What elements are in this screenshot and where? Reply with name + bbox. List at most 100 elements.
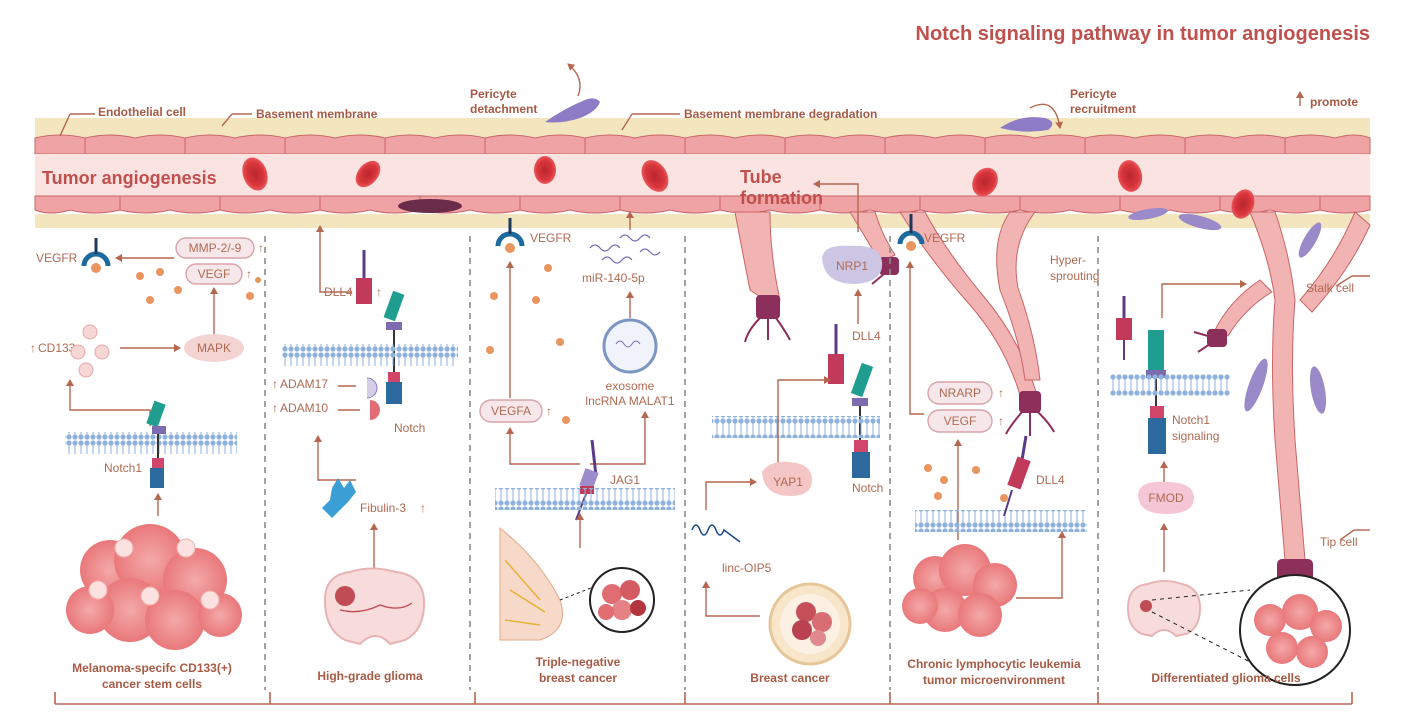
arrow-up-icon: ↑ bbox=[998, 414, 1004, 428]
cell-membrane bbox=[915, 510, 1087, 532]
pericyte-icon bbox=[545, 98, 600, 123]
receptor-icon bbox=[1003, 435, 1031, 517]
receptor-icon bbox=[1116, 296, 1166, 454]
vessel-labels: Endothelial cell Basement membrane Peric… bbox=[42, 87, 1358, 188]
panel-differentiated-glioma: Notch1 signaling FMOD Differentiated gli… bbox=[1110, 280, 1351, 686]
diagram-title: Notch signaling pathway in tumor angioge… bbox=[916, 23, 1371, 45]
protein-icon bbox=[762, 461, 812, 496]
cell-membrane bbox=[495, 488, 675, 510]
vegf-label: VEGF bbox=[944, 414, 977, 428]
protein-icon bbox=[1138, 481, 1194, 514]
tip-cell-label: Tip cell bbox=[1320, 535, 1358, 549]
mmp-pill bbox=[175, 237, 255, 259]
dll4-label: DLL4 bbox=[1036, 473, 1065, 487]
arrow-up-icon: ↑ bbox=[246, 267, 252, 281]
nrarp-label: NRARP bbox=[939, 386, 981, 400]
vegf-pill bbox=[927, 409, 993, 433]
blood-vessel bbox=[34, 63, 1371, 228]
cell-membrane bbox=[712, 416, 880, 438]
stalk-cell-label: Stalk cell bbox=[1306, 281, 1354, 295]
bottom-bracket bbox=[54, 692, 1353, 705]
receptor-icon bbox=[828, 324, 874, 478]
receptor-icon: ↑ bbox=[356, 250, 405, 404]
tube-formation-label: Tube bbox=[740, 167, 782, 187]
pericyte-detachment-label-2: detachment bbox=[470, 102, 537, 116]
arrow-up-icon: ↑ bbox=[420, 501, 426, 515]
fibulin-label: Fibulin-3 bbox=[360, 501, 406, 515]
pericyte-icon bbox=[1000, 117, 1053, 132]
linc-oip5-label: linc-OIP5 bbox=[722, 561, 772, 575]
notch1-label: Notch1 bbox=[104, 461, 142, 475]
mapk-label: MAPK bbox=[197, 341, 231, 355]
protein-icon bbox=[366, 377, 378, 399]
exosome-label: exosome bbox=[606, 379, 655, 393]
arrow-up-icon: ↑ bbox=[272, 377, 278, 391]
lncrna-label: lncRNA MALAT1 bbox=[585, 394, 674, 408]
nrarp-pill bbox=[927, 381, 993, 405]
panel-caption-tnbc-2: breast cancer bbox=[539, 671, 617, 685]
receptor-icon bbox=[81, 238, 111, 273]
cell-membrane bbox=[65, 432, 237, 454]
pericyte-recruitment-label-2: recruitment bbox=[1070, 102, 1136, 116]
panel-dividers bbox=[264, 236, 1099, 690]
vegf-label: VEGF bbox=[198, 267, 231, 281]
brain-icon bbox=[1126, 580, 1202, 638]
panel-glioma: DLL4 ↑ ↑ ADAM17 ↑ ADAM10 Notch Fibulin-3… bbox=[272, 225, 458, 683]
vegf-molecules bbox=[486, 264, 570, 424]
tumor-angiogenesis-label: Tumor angiogenesis bbox=[42, 168, 217, 188]
panel-caption-melanoma: Melanoma-specifc CD133(+) bbox=[72, 661, 232, 675]
endothelial-cell-label: Endothelial cell bbox=[98, 105, 186, 119]
cell-membrane bbox=[1110, 374, 1230, 396]
endothelial-layer-bottom bbox=[34, 195, 1371, 214]
panel-breast-cancer: NRP1 DLL4 YAP1 linc-OIP5 Notch Breas bbox=[691, 245, 883, 685]
vegfr-label: VEGFR bbox=[924, 231, 966, 245]
brain-icon bbox=[323, 567, 426, 646]
vegfa-label: VEGFA bbox=[491, 404, 531, 418]
vegf-molecules bbox=[136, 268, 261, 304]
pericyte-detachment-label: Pericyte bbox=[470, 87, 517, 101]
dll4-label: DLL4 bbox=[852, 329, 881, 343]
pericyte-icon bbox=[398, 199, 462, 213]
dll4-label: DLL4 bbox=[324, 285, 353, 299]
vessel-lumen bbox=[35, 154, 1370, 196]
arrow-up-icon: ↑ bbox=[998, 386, 1004, 400]
receptor-icon bbox=[146, 400, 166, 488]
panel-caption-tnbc: Triple-negative bbox=[536, 655, 621, 669]
panel-caption-glioma: High-grade glioma bbox=[317, 669, 423, 683]
vegfa-pill bbox=[479, 399, 543, 423]
basement-membrane-label: Basement membrane bbox=[256, 107, 378, 121]
cd133-label: CD133 bbox=[38, 341, 76, 355]
notch1-signaling-label-2: signaling bbox=[1172, 429, 1219, 443]
tumor-icon bbox=[902, 544, 1017, 637]
panel-tnbc: VEGFR miR-140-5p exosome lncRNA MALAT1 V… bbox=[479, 211, 675, 685]
panel-caption-breast-cancer: Breast cancer bbox=[750, 671, 830, 685]
arrow-up-icon: ↑ bbox=[546, 404, 552, 418]
protein-icon bbox=[322, 478, 356, 518]
rna-icon bbox=[691, 524, 741, 543]
vegfr-label: VEGFR bbox=[530, 231, 572, 245]
red-blood-cell-icon bbox=[242, 156, 1255, 219]
jag1-label: JAG1 bbox=[610, 473, 640, 487]
basement-membrane-degradation-label: Basement membrane degradation bbox=[684, 107, 877, 121]
fmod-label: FMOD bbox=[1148, 491, 1184, 505]
panel-caption-melanoma-2: cancer stem cells bbox=[102, 677, 202, 691]
adam17-label: ADAM17 bbox=[280, 377, 328, 391]
pericyte-recruitment-label: Pericyte bbox=[1070, 87, 1117, 101]
cell-membrane bbox=[282, 344, 458, 366]
arrow-up-icon: ↑ bbox=[30, 341, 36, 355]
endothelial-layer-top bbox=[34, 134, 1371, 155]
tube-formation-label-2: formation bbox=[740, 188, 823, 208]
yap1-label: YAP1 bbox=[773, 475, 803, 489]
protein-icon bbox=[370, 400, 380, 420]
hyper-sprouting-label-2: sprouting bbox=[1050, 269, 1099, 283]
hyper-sprouting-label: Hyper- bbox=[1050, 253, 1086, 267]
rna-icon bbox=[589, 234, 661, 264]
vessel-sprouts bbox=[734, 211, 1371, 561]
notch1-signaling-label: Notch1 bbox=[1172, 413, 1210, 427]
mir-label: miR-140-5p bbox=[582, 271, 645, 285]
tumor-icon bbox=[66, 524, 242, 650]
zoom-line bbox=[1151, 589, 1251, 601]
protein-icon bbox=[184, 334, 244, 362]
protein-icon bbox=[822, 245, 883, 284]
panel-melanoma: VEGFR MMP-2/-9 ↑ VEGF ↑ MAPK ↑ CD133 bbox=[30, 237, 264, 691]
